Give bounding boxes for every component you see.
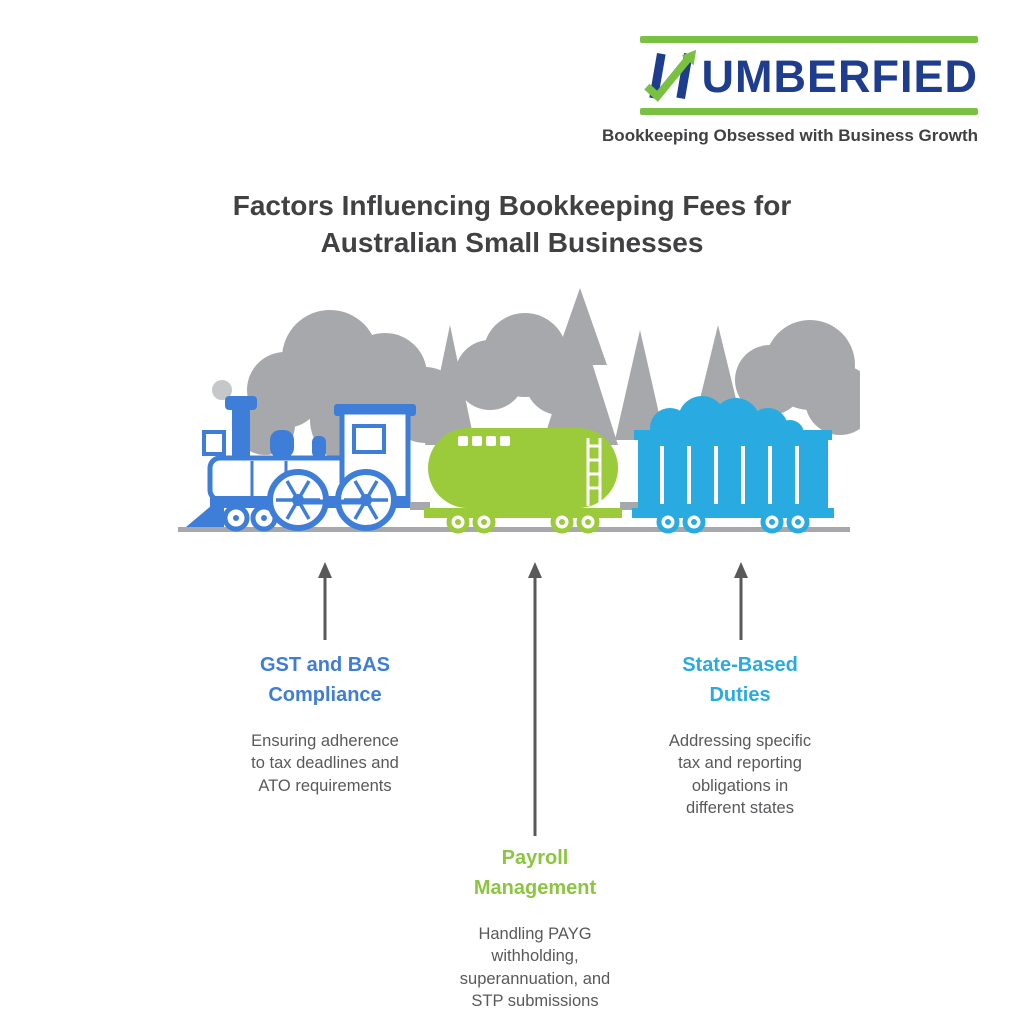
logo-bottom-bar [640, 108, 978, 115]
arrow-up-icon [318, 562, 332, 640]
train-illustration [178, 288, 860, 534]
page-title-line2: Australian Small Businesses [320, 226, 704, 258]
factor-description: Handling PAYG withholding, superannuatio… [459, 925, 611, 1011]
arrow-up-icon [528, 562, 542, 836]
factor-description: Ensuring adherence to tax deadlines and … [251, 732, 399, 795]
factor-payroll-management: Payroll Management Handling PAYG withhol… [425, 843, 645, 1013]
numberfied-logo: UMBERFIED Bookkeeping Obsessed with Busi… [602, 36, 978, 146]
factor-heading: GST and BAS Compliance [259, 654, 390, 706]
trees-background [178, 288, 860, 532]
logo-brand-text: UMBERFIED [701, 51, 978, 102]
box-car-illustration [632, 396, 834, 534]
page-title: Factors Influencing Bookkeeping Fees for… [192, 188, 832, 262]
logo-wordmark: UMBERFIED [642, 47, 979, 103]
tank-car-illustration [424, 428, 622, 534]
factor-description: Addressing specific tax and reporting ob… [668, 732, 812, 818]
factor-state-based-duties: State-Based Duties Addressing specific t… [630, 650, 850, 820]
factor-heading: State-Based Duties [682, 654, 798, 706]
locomotive-illustration [186, 396, 416, 532]
arrow-up-icon [734, 562, 748, 640]
logo-tagline: Bookkeeping Obsessed with Business Growt… [602, 126, 978, 145]
factor-heading: Payroll Management [473, 847, 597, 899]
factor-gst-bas-compliance: GST and BAS Compliance Ensuring adherenc… [215, 650, 435, 797]
logo-top-bar [640, 36, 978, 43]
page-title-line1: Factors Influencing Bookkeeping Fees for [232, 190, 792, 221]
n-growth-arrow-icon [643, 49, 696, 102]
